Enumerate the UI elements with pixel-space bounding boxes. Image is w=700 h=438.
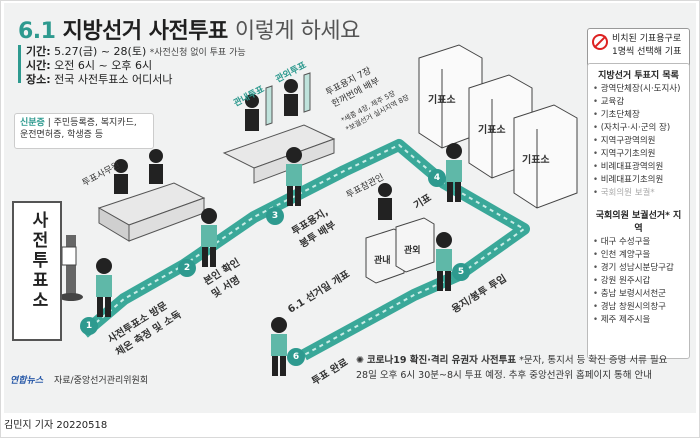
list-item: 비례대표기초의원 [593, 174, 684, 187]
id-label: 신분증 [20, 118, 45, 128]
ballot-list-title: 지방선거 투표지 목록 [598, 71, 679, 81]
step-4-bubble: 4 [428, 169, 446, 187]
step-3-bubble: 3 [266, 207, 284, 225]
credit-line: 연합뉴스 자료/중앙선거관리위원회 [10, 373, 148, 386]
info-place: 장소: 전국 사전투표소 어디서나 [26, 71, 172, 87]
step-2-bubble: 2 [178, 259, 196, 277]
list-item: (자치구·시·군의 장) [593, 122, 684, 135]
stamp-note-line-2: 1명씩 선택해 기표 [612, 47, 682, 57]
infographic-canvas: 6.1 지방선거 사전투표 이렇게 하세요 기간: 5.27(금) ~ 28(토… [4, 3, 696, 413]
process-illustration [59, 44, 578, 376]
stamp-note-line-1: 비치된 기표용구로 [612, 34, 682, 44]
list-item: 비례대표광역의원 [593, 161, 684, 174]
booth-2-label: 기표소 [478, 125, 506, 136]
byline: 김민지 기자 20220518 [4, 420, 108, 431]
period-label: 기간: [26, 45, 51, 58]
covid-schedule: 28일 오후 6시 30분~8시 투표 예정. 추후 중앙선관위 홈페이지 통해… [356, 370, 652, 381]
booth-1-label: 기표소 [428, 95, 456, 106]
time-label: 시간: [26, 59, 51, 72]
title-subtext: 이렇게 하세요 [234, 19, 360, 44]
voting-booths [418, 44, 578, 209]
place-label: 장소: [26, 73, 51, 86]
in-district-box-label: 관내 [374, 256, 391, 266]
list-item: 인천 계양구을 [593, 249, 684, 262]
voting-path-dash [83, 143, 526, 356]
info-time: 시간: 오전 6시 ~ 오후 6시 [26, 57, 152, 73]
list-item: 교육감 [593, 96, 684, 109]
out-district-box-label: 관외 [404, 246, 421, 256]
polling-station-sign: 사전투표소 [12, 201, 62, 341]
covid-requirement: *문자, 통지서 등 확진 증명 서류 필요 [519, 355, 668, 366]
title-number: 6.1 [18, 19, 56, 44]
booth-3-label: 기표소 [522, 155, 550, 166]
id-line-1: | 주민등록증, 복지카드, [47, 118, 137, 128]
list-item: 광역단체장(시·도지사) [593, 83, 684, 96]
list-item: 제주 제주시을 [593, 314, 684, 327]
id-line-2: 운전면허증, 학생증 등 [20, 130, 104, 140]
list-item: 경기 성남시분당구갑 [593, 262, 684, 275]
covid-note: ✺ 코로나19 확진·격리 유권자 사전투표 *문자, 통지서 등 확진 증명 … [356, 353, 692, 385]
list-item: 기초단체장 [593, 109, 684, 122]
ballot-boxes [365, 217, 435, 284]
covid-title: 코로나19 확진·격리 유권자 사전투표 [367, 355, 517, 366]
title-main-text: 지방선거 사전투표 [62, 19, 229, 44]
time-value: 오전 6시 ~ 오후 6시 [54, 59, 153, 72]
list-item: 지역구광역의원 [593, 135, 684, 148]
sign-text: 사전투표소 [28, 211, 48, 311]
step-5-bubble: 5 [452, 263, 470, 281]
ballot-list-box: 지방선거 투표지 목록 광역단체장(시·도지사) 교육감 기초단체장 (자치구·… [587, 63, 690, 359]
info-accent-bar [18, 45, 21, 83]
list-item: 지역구기초의원 [593, 148, 684, 161]
virus-icon: ✺ [356, 355, 364, 366]
list-item: 경남 창원시의창구 [593, 301, 684, 314]
list-item: 강원 원주시갑 [593, 275, 684, 288]
list-item: 충남 보령시서천군 [593, 288, 684, 301]
step-6-bubble: 6 [287, 348, 305, 366]
period-note: *사전신청 없이 투표 가능 [149, 48, 246, 58]
list-item: 대구 수성구을 [593, 236, 684, 249]
period-value: 5.27(금) ~ 28(토) [54, 45, 147, 58]
byelection-list: 대구 수성구을 인천 계양구을 경기 성남시분당구갑 강원 원주시갑 충남 보령… [593, 236, 684, 327]
page-title: 6.1 지방선거 사전투표 이렇게 하세요 [18, 13, 360, 45]
no-sign-icon [592, 34, 608, 50]
yonhap-logo: 연합뉴스 [10, 376, 44, 386]
step-1-bubble: 1 [80, 317, 98, 335]
list-item-grey: 국회의원 보궐* [593, 187, 684, 200]
source-text: 자료/중앙선거관리위원회 [54, 376, 149, 386]
byelection-title: 국회의원 보궐선거* 지역 [595, 211, 682, 234]
id-card-note: 신분증 | 주민등록증, 복지카드, 운전면허증, 학생증 등 [14, 113, 154, 149]
info-period: 기간: 5.27(금) ~ 28(토) *사전신청 없이 투표 가능 [26, 43, 246, 59]
place-value: 전국 사전투표소 어디서나 [54, 73, 173, 86]
ballot-list: 광역단체장(시·도지사) 교육감 기초단체장 (자치구·시·군의 장) 지역구광… [593, 83, 684, 200]
